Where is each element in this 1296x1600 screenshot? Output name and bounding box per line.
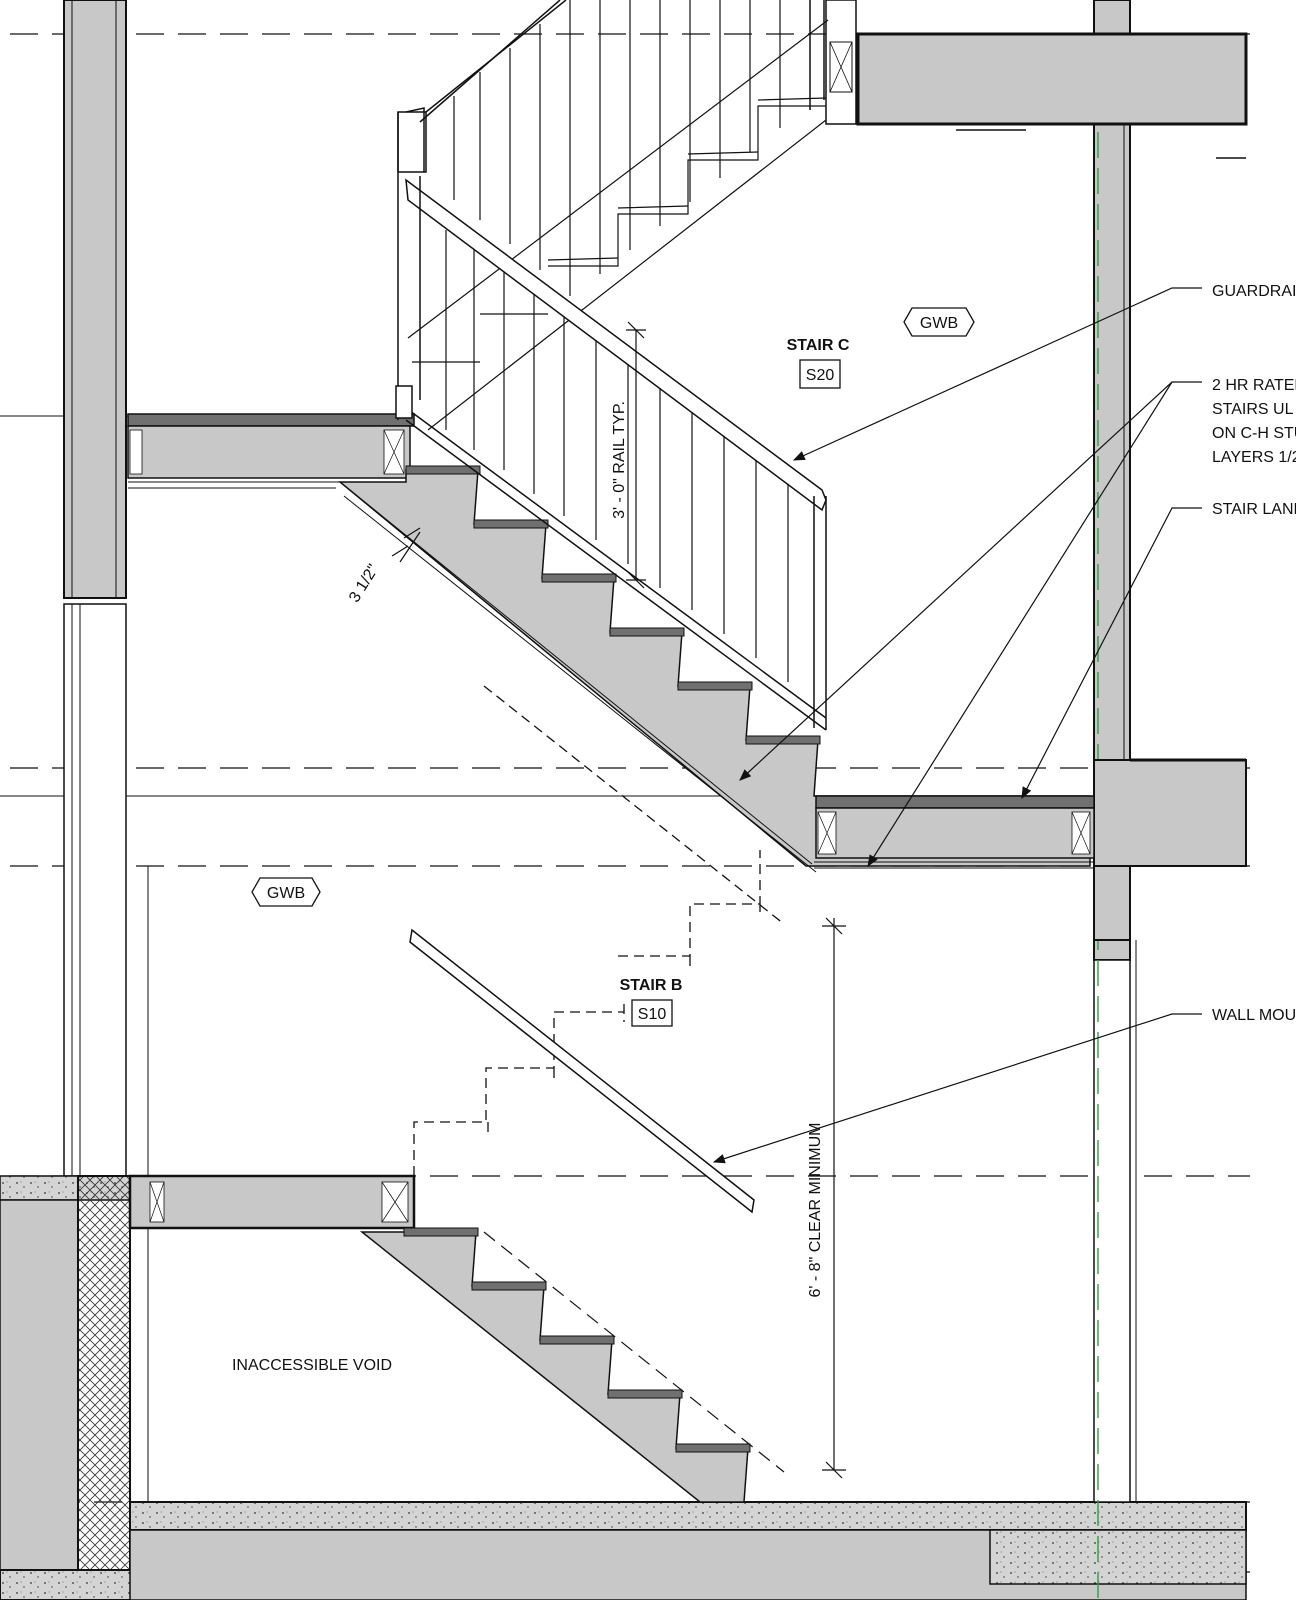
guardrail-upper — [395, 0, 827, 731]
upper-floor-slab — [825, 0, 1248, 159]
wall-handrail — [409, 928, 755, 1214]
lower-landing — [128, 1174, 416, 1230]
left-wall — [63, 0, 149, 1502]
leader-lines — [712, 287, 1202, 1164]
upper-landing — [127, 413, 415, 489]
lower-flight-stringer — [359, 1227, 785, 1503]
middle-landing — [814, 795, 1095, 869]
stair-b-tag: S10 — [638, 1006, 667, 1023]
ground-slab — [129, 1501, 1247, 1600]
dimension-clear — [822, 917, 846, 1479]
upper-stair-top — [407, 19, 829, 431]
stair-b-label: STAIR B S10 — [620, 977, 683, 1027]
rail-height-dimension: 3' - 0" RAIL TYP. — [611, 401, 628, 519]
callout-stair-landing: STAIR LAND — [1212, 501, 1296, 518]
stair-b-title: STAIR B — [620, 977, 683, 994]
foundation-left — [0, 1175, 391, 1600]
mid-landing-slab — [1093, 758, 1247, 941]
void-label: INACCESSIBLE VOID — [232, 1357, 392, 1374]
dimension-rail — [626, 321, 646, 589]
callout-rated-line-1: 2 HR RATED — [1212, 377, 1296, 394]
gwb-tag-upper-text: GWB — [920, 315, 958, 332]
gwb-tag-lower-text: GWB — [267, 885, 305, 902]
balusters-upper — [445, 0, 789, 682]
callout-guardrail: GUARDRAIL — [1212, 283, 1296, 300]
clear-height-dimension: 6' - 8" CLEAR MINIMUM — [807, 1123, 824, 1298]
gwb-tag-upper: GWB — [903, 307, 975, 337]
callout-wall-line-1: WALL MOUN — [1212, 1007, 1296, 1024]
gwb-tag-lower: GWB — [251, 877, 321, 907]
stringer-dimension: 3 1/2" — [346, 562, 382, 606]
callout-rated-line-2: STAIRS UL D — [1212, 401, 1296, 418]
stair-c-tag: S20 — [806, 367, 835, 384]
hidden-stair-b — [413, 685, 785, 1176]
callout-guardrail-line-1: GUARDRAIL — [1212, 283, 1296, 300]
callout-wall-mounted: WALL MOUN — [1212, 1007, 1296, 1024]
callout-rated-line-4: LAYERS 1/2" — [1212, 449, 1296, 466]
callout-rated-line-3: ON C-H STU — [1212, 425, 1296, 442]
stair-c-title: STAIR C — [787, 337, 850, 354]
callout-rated-stairs: 2 HR RATED STAIRS UL D ON C-H STU LAYERS… — [1212, 377, 1296, 466]
stair-c-label: STAIR C S20 — [787, 337, 850, 389]
callout-landing-line-1: STAIR LAND — [1212, 501, 1296, 518]
dimension-stringer — [391, 527, 421, 563]
